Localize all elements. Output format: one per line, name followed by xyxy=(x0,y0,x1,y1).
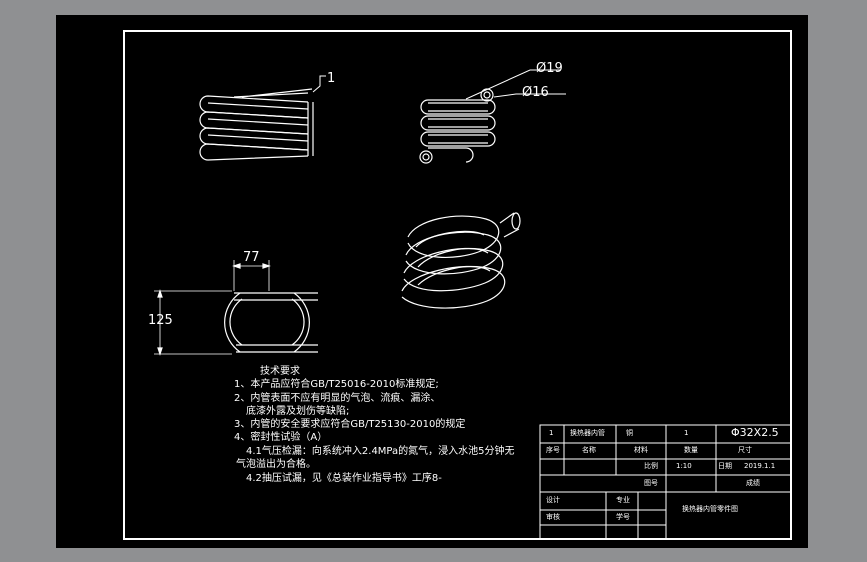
note-line: 4、密封性试验（A） xyxy=(234,432,328,443)
isometric-view xyxy=(401,212,521,309)
note-line: 气泡溢出为合格。 xyxy=(236,459,316,470)
width-dimension: 77 xyxy=(243,250,260,265)
tb-scale-label: 比例 xyxy=(644,462,658,470)
tb-grade-label: 成绩 xyxy=(746,479,760,487)
item-label: 1 xyxy=(327,71,336,86)
tb-major-label: 专业 xyxy=(616,496,630,504)
inner-diameter-label: Ø16 xyxy=(522,85,549,100)
outer-diameter-label: Ø19 xyxy=(536,61,563,76)
note-line: 4.2抽压试漏，见《总装作业指导书》工序8- xyxy=(246,473,442,484)
tb-row1-material: 铜 xyxy=(626,429,633,437)
note-line: 2、内管表面不应有明显的气泡、流痕、漏涂、 xyxy=(234,393,441,404)
tb-header-size: 尺寸 xyxy=(738,446,752,454)
tb-row1-name: 换热器内管 xyxy=(570,429,605,437)
tb-row1-spec: Φ32X2.5 xyxy=(731,426,779,439)
height-dimension: 125 xyxy=(148,313,173,328)
tb-row1-no: 1 xyxy=(549,429,554,437)
tb-student-id-label: 学号 xyxy=(616,513,630,521)
tb-drawing-name: 换热器内管零件图 xyxy=(682,505,738,513)
notes-title: 技术要求 xyxy=(260,366,300,377)
tb-header-no: 序号 xyxy=(546,446,560,454)
tb-date-value: 2019.1.1 xyxy=(744,462,776,470)
note-line: 底漆外露及划伤等缺陷; xyxy=(246,406,350,417)
tb-row1-qty: 1 xyxy=(684,429,689,437)
note-line: 3、内管的安全要求应符合GB/T25130-2010的规定 xyxy=(234,419,466,430)
tb-header-material: 材料 xyxy=(634,446,648,454)
drawing-sheet: 1 Ø19 Ø16 77 125 技术要求 1、本产品应符合GB/T25016-… xyxy=(56,15,808,548)
side-view xyxy=(419,69,566,164)
drawing-border xyxy=(123,30,792,540)
tb-header-qty: 数量 xyxy=(684,446,698,454)
cad-drawing xyxy=(123,30,792,540)
tb-drawing-no-label: 图号 xyxy=(644,479,658,487)
tb-date-label: 日期 xyxy=(718,462,732,470)
front-view xyxy=(199,75,326,161)
tb-designer-label: 设计 xyxy=(546,496,560,504)
title-block xyxy=(539,424,792,540)
tb-header-name: 名称 xyxy=(582,446,596,454)
tb-scale-value: 1:10 xyxy=(676,462,692,470)
note-line: 4.1气压检漏：向系统冲入2.4MPa的氮气，浸入水池5分钟无 xyxy=(246,446,515,457)
top-view xyxy=(154,260,318,356)
tb-reviewer-label: 审核 xyxy=(546,513,560,521)
note-line: 1、本产品应符合GB/T25016-2010标准规定; xyxy=(234,379,439,390)
